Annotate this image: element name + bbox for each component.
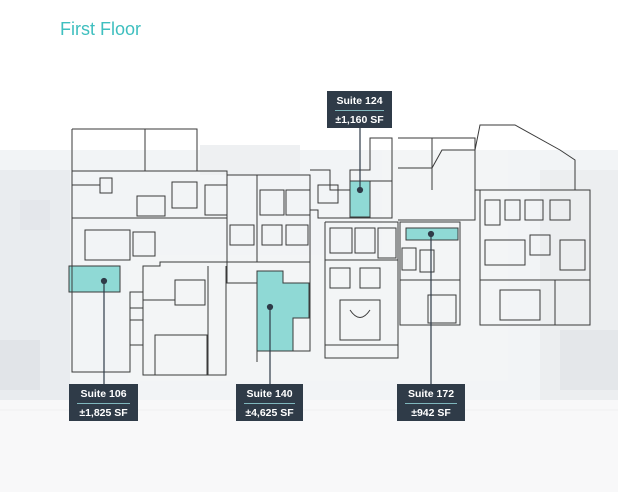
suite-name: Suite 106 bbox=[77, 387, 130, 404]
suite-size: ±942 SF bbox=[411, 407, 451, 419]
suite-name: Suite 140 bbox=[244, 387, 295, 404]
suite-name: Suite 172 bbox=[405, 387, 457, 404]
suite-106-area[interactable] bbox=[68, 265, 121, 293]
suite-label-124[interactable]: Suite 124 ±1,160 SF bbox=[327, 91, 392, 128]
suite-name: Suite 124 bbox=[335, 94, 384, 111]
suite-connectors bbox=[100, 128, 435, 384]
page-title: First Floor bbox=[60, 19, 141, 39]
floor-plan-walls bbox=[71, 124, 591, 376]
suite-label-172[interactable]: Suite 172 ±942 SF bbox=[397, 384, 465, 421]
suite-size: ±1,160 SF bbox=[335, 114, 384, 126]
suite-size: ±1,825 SF bbox=[79, 407, 128, 419]
suite-label-140[interactable]: Suite 140 ±4,625 SF bbox=[236, 384, 303, 421]
suite-size: ±4,625 SF bbox=[245, 407, 294, 419]
suite-label-106[interactable]: Suite 106 ±1,825 SF bbox=[69, 384, 138, 421]
